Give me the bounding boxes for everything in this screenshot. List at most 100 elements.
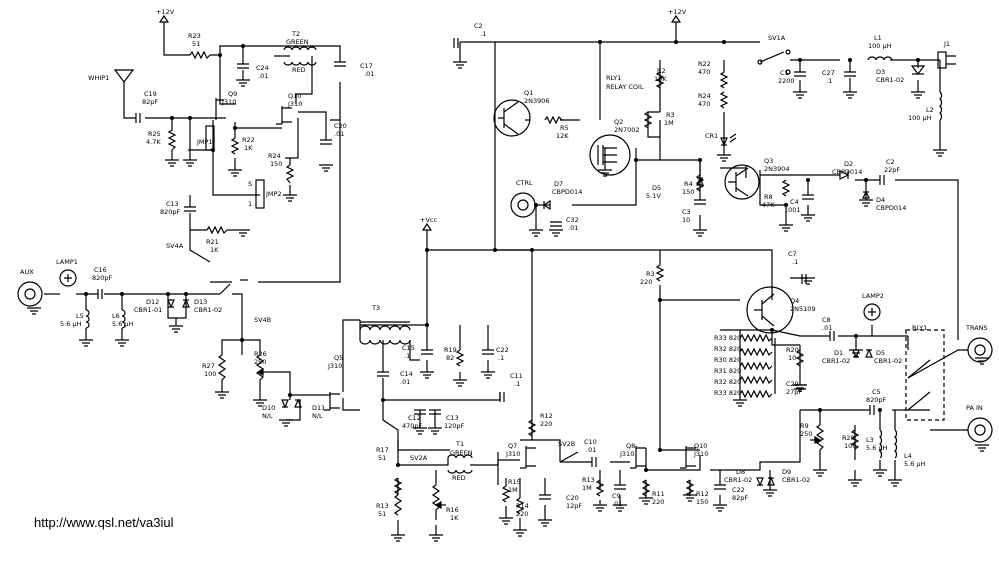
c8-ref: C8 <box>822 316 831 324</box>
q8-part: J310 <box>619 450 634 458</box>
rbank-3: R31 820 <box>714 367 741 375</box>
d10-ref: D10 <box>262 404 275 412</box>
rbank-4: R32 820 <box>714 378 741 386</box>
q3-part: 2N3904 <box>764 165 790 173</box>
r24-val: 150 <box>270 160 282 168</box>
d3-ref: D3 <box>876 68 885 76</box>
r26-val: 250 <box>254 358 266 366</box>
component-symbols <box>17 14 993 520</box>
d12-ref: D12 <box>146 298 159 306</box>
c20b-val: 12pF <box>566 502 582 510</box>
c22-ref: C22 <box>496 346 509 354</box>
r5-val: 12K <box>556 132 569 140</box>
d5-part: 5.1V <box>646 192 661 200</box>
d5-ref: D5 <box>652 184 661 192</box>
r12b-ref: R12 <box>696 490 709 498</box>
d12-part: CBR1-01 <box>134 306 162 314</box>
jmp1-label: JMP1 <box>196 138 213 146</box>
c5-val: 820pF <box>866 396 887 404</box>
r15-val: 1M <box>508 486 518 494</box>
c24-val: .01 <box>258 72 268 80</box>
q7-part: J310 <box>505 450 520 458</box>
wires <box>44 22 968 535</box>
c1-ref: C1 <box>780 69 789 77</box>
c19-ref: C19 <box>144 90 157 98</box>
aux-label: AUX <box>20 268 34 276</box>
l3-val: 5.6 µH <box>866 444 888 452</box>
r13b-val: 1M <box>582 484 592 492</box>
c20-val: .01 <box>334 130 344 138</box>
r9-ref: R9 <box>800 422 809 430</box>
j1-label: J1 <box>943 40 950 48</box>
d2-ref: D2 <box>844 160 853 168</box>
r20-val: 10 <box>788 354 796 362</box>
t1-red: RED <box>452 474 466 482</box>
l4-ref: L4 <box>904 452 912 460</box>
r2-val: 10K <box>654 75 667 83</box>
c2-ref: C2 <box>474 22 483 30</box>
c20-ref: C20 <box>334 122 347 130</box>
d4-ref: D4 <box>876 196 885 204</box>
sv2b-label: SV2B <box>558 440 575 448</box>
r11-val: 220 <box>652 498 664 506</box>
c10-ref: C10 <box>584 438 597 446</box>
q3-ref: Q3 <box>764 157 773 165</box>
q10-part: J310 <box>287 100 302 108</box>
c27-ref: C27 <box>822 69 835 77</box>
d11-ref: D11 <box>312 404 325 412</box>
c4-ref: C4 <box>790 198 799 206</box>
r28-val: 100 <box>844 442 856 450</box>
d8-ref: D8 <box>736 468 745 476</box>
q2-ref: Q2 <box>614 118 623 126</box>
r21-ref: R21 <box>206 238 219 246</box>
c22b-ref: C22 <box>732 486 745 494</box>
c2-val: .1 <box>480 30 486 38</box>
d13-ref: D13 <box>194 298 207 306</box>
rbank-0: R33 820 <box>714 334 741 342</box>
q4-ref: Q4 <box>790 297 799 305</box>
d10-part: N/L <box>262 412 273 420</box>
r23-val: 51 <box>192 40 200 48</box>
q4-part: 2N5109 <box>790 305 816 313</box>
c32-ref: C32 <box>566 216 579 224</box>
c9-val: .01 <box>612 500 622 508</box>
c10-val: .01 <box>586 446 596 454</box>
d1-ref: D1 <box>834 349 843 357</box>
q2-part: 2N7002 <box>614 126 640 134</box>
c17-ref: C17 <box>360 62 373 70</box>
jmp2-pin-1: 1 <box>248 200 252 208</box>
sv1a-label: SV1A <box>768 34 786 42</box>
r8-val: 47K <box>762 201 775 209</box>
c16-val: 820pF <box>92 274 113 282</box>
c24-ref: C24 <box>256 64 269 72</box>
r13-val: 51 <box>378 510 386 518</box>
c4-val: .001 <box>786 206 800 214</box>
rbank-2: R30 820 <box>714 356 741 364</box>
lamp2-label: LAMP2 <box>862 292 884 300</box>
pa-in-label: PA IN <box>966 404 983 412</box>
d8-part: CBR1-02 <box>724 476 752 484</box>
r14-ref: R14 <box>516 502 529 510</box>
c14-ref: C14 <box>400 370 413 378</box>
q1-part: 2N3906 <box>524 97 550 105</box>
vcc-mid-label: +12V <box>668 8 687 16</box>
r4-ref: R4 <box>684 180 693 188</box>
c16-ref: C16 <box>94 266 107 274</box>
jmp2-label: JMP2 <box>265 190 282 198</box>
l2-ref: L2 <box>926 106 934 114</box>
r12-ref: R12 <box>540 412 553 420</box>
r13b-ref: R13 <box>582 476 595 484</box>
r16-ref: R16 <box>446 506 459 514</box>
c19-val: 82pF <box>142 98 158 106</box>
ctrl-label: CTRL <box>516 179 533 187</box>
q5-part: J310 <box>327 362 342 370</box>
rly1-coil-ref: RLY1 <box>606 74 621 82</box>
sv4b-label: SV4B <box>254 316 271 324</box>
r21-val: 1K <box>210 246 219 254</box>
l4-val: 5.6 µH <box>904 460 926 468</box>
r14-val: 220 <box>516 510 528 518</box>
r19-ref: R19 <box>444 346 457 354</box>
r27-val: 100 <box>204 370 216 378</box>
d7-part: CBPD014 <box>552 188 582 196</box>
c15-val: .1 <box>404 352 410 360</box>
